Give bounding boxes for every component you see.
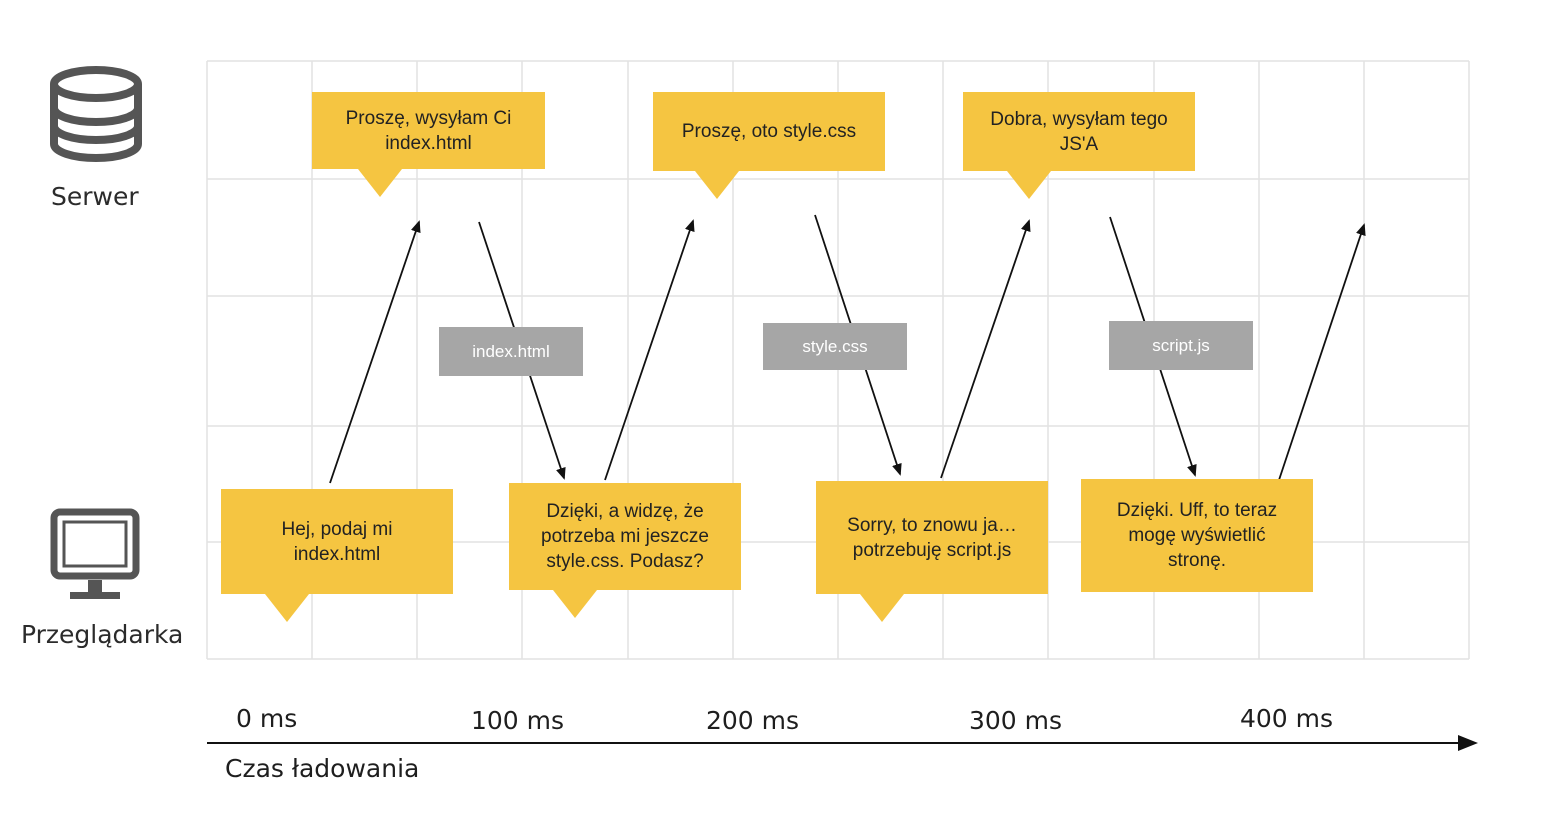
server-label: Serwer [51,182,139,211]
browser-message-2: Dzięki, a widzę, że potrzeba mi jeszcze … [509,483,741,618]
request-arrow-style-css [604,219,695,481]
bubble-tail [860,594,904,622]
database-icon [50,66,142,162]
request-arrow-index-html [329,220,421,484]
timeline-tick-label: 0 ms [236,704,298,733]
file-tag-script-js: script.js [1109,321,1253,370]
browser-message-3-text: Sorry, to znowu ja… potrzebuję script.js [847,514,1017,561]
browser-message-3: Sorry, to znowu ja… potrzebuję script.js [816,481,1048,622]
bubble-tail [1007,171,1051,199]
browser-message-4: Dzięki. Uff, to teraz mogę wyświetlić st… [1081,479,1313,592]
timeline-tick-label: 200 ms [706,706,800,735]
browser-message-2-text: Dzięki, a widzę, że potrzeba mi jeszcze … [541,501,709,572]
timeline-tick-label: 100 ms [471,706,565,735]
file-tag-style-css: style.css [763,323,907,370]
bubble-tail [553,590,597,618]
browser-message-1: Hej, podaj mi index.html [221,489,453,622]
server-message-2: Proszę, oto style.css [653,92,885,199]
server-message-3-text: Dobra, wysyłam tego JS'A [990,108,1168,155]
bubble-tail [358,169,402,197]
file-tag-index-html: index.html [439,327,583,376]
timeline-tick-label: 400 ms [1240,704,1334,733]
monitor-icon [50,508,140,599]
timeline-axis-arrowhead [1458,735,1478,751]
server-message-1-text: Proszę, wysyłam Ci index.html [345,107,512,154]
bubble-tail [265,594,309,622]
bubble-tail [695,171,739,199]
browser-message-4-text: Dzięki. Uff, to teraz mogę wyświetlić st… [1116,500,1278,571]
browser-label: Przeglądarka [21,620,184,649]
final-arrow [1277,223,1366,484]
browser-message-1-text: Hej, podaj mi index.html [281,518,393,565]
server-message-1: Proszę, wysyłam Ci index.html [312,92,545,197]
timeline-tick-label: 300 ms [969,706,1063,735]
server-message-2-text: Proszę, oto style.css [681,121,857,142]
timeline-axis-title: Czas ładowania [225,754,420,783]
request-arrow-script-js [940,219,1031,479]
server-message-3: Dobra, wysyłam tego JS'A [963,92,1195,199]
